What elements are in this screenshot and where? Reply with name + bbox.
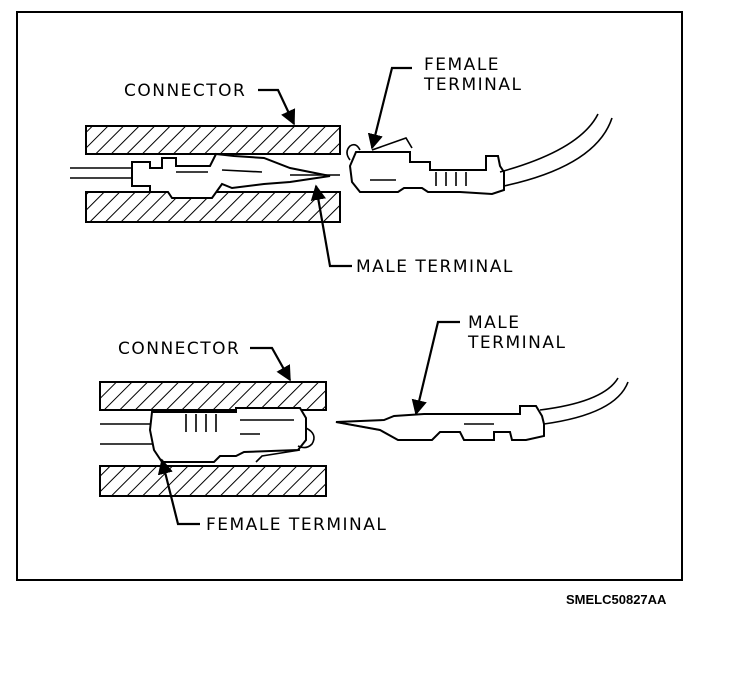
bottom-connector-leader [250,346,291,382]
top-connector-leader [258,88,296,126]
diagram-border [16,11,683,581]
top-female-label-line2: TERMINAL [423,75,522,95]
bottom-connector-lower-wall [99,465,327,497]
bottom-connector-assembly [99,320,629,526]
top-female-label-line1: FEMALE [424,55,500,75]
top-right-wire [499,113,599,173]
top-female-terminal [348,151,505,196]
bottom-female-terminal [148,407,307,463]
bottom-male-leader [411,320,460,416]
bottom-male-label-line2: TERMINAL [467,333,566,353]
bottom-male-label-line1: MALE [468,313,521,333]
top-female-leader [367,66,412,150]
figure-code: SMELC50827AA [566,592,667,607]
bottom-connector-label: CONNECTOR [118,339,240,359]
top-male-leader [310,184,352,268]
bottom-male-terminal [335,405,545,441]
bottom-female-leader [157,458,200,526]
bottom-right-wire [539,377,619,411]
top-male-terminal [131,152,331,199]
top-male-label: MALE TERMINAL [356,257,514,277]
top-connector-assembly [70,66,613,268]
bottom-connector-upper-wall [99,381,327,411]
top-connector-upper-wall [85,125,341,155]
bottom-female-label: FEMALE TERMINAL [206,515,387,535]
top-connector-label: CONNECTOR [124,81,246,101]
